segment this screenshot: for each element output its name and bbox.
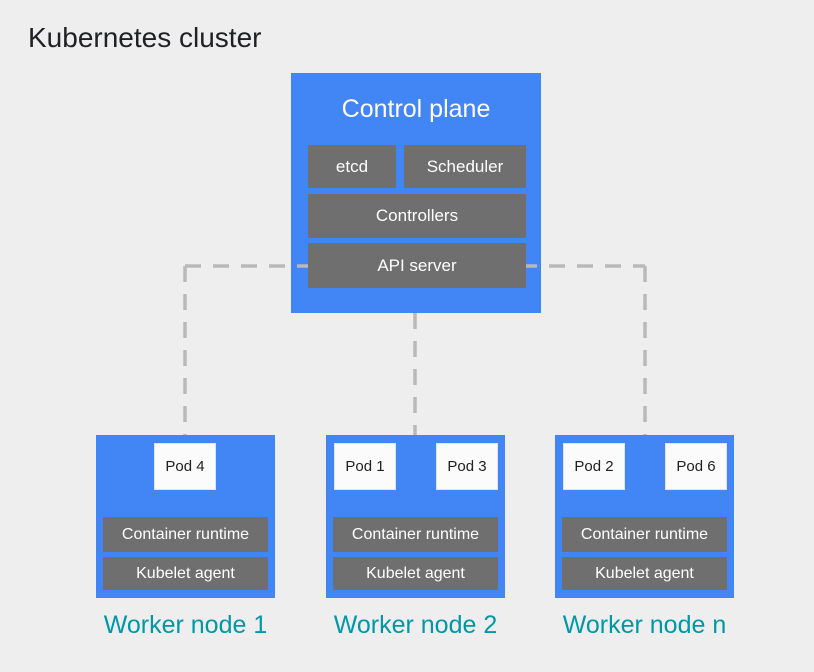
- pod-2-box: Pod 2: [563, 443, 625, 490]
- worker-node-2-label: Worker node 2: [333, 611, 498, 639]
- worker-node-n-container-runtime-box: Container runtime: [562, 517, 727, 552]
- diagram-title: Kubernetes cluster: [28, 22, 262, 53]
- control-plane-content: Control plane etcd Scheduler Controllers…: [291, 73, 541, 313]
- api-server-box: API server: [308, 243, 526, 288]
- worker-node-2-kubelet-agent-box: Kubelet agent: [333, 557, 498, 590]
- worker-node-1-box: Pod 4 Container runtime Kubelet agent: [96, 435, 275, 598]
- pod-4-box: Pod 4: [154, 443, 216, 490]
- worker-node-1-label: Worker node 1: [103, 611, 268, 639]
- scheduler-box: Scheduler: [404, 145, 526, 188]
- worker-node-1-container-runtime-box: Container runtime: [103, 517, 268, 552]
- pod-6-box: Pod 6: [665, 443, 727, 490]
- worker-node-n: Pod 2 Pod 6 Container runtime Kubelet ag…: [555, 435, 734, 640]
- worker-node-2-container-runtime-box: Container runtime: [333, 517, 498, 552]
- etcd-box: etcd: [308, 145, 396, 188]
- pod-3-box: Pod 3: [436, 443, 498, 490]
- control-plane-title: Control plane: [341, 95, 491, 123]
- worker-node-n-box: Pod 2 Pod 6 Container runtime Kubelet ag…: [555, 435, 734, 598]
- worker-node-1: Pod 4 Container runtime Kubelet agent Wo…: [96, 435, 275, 640]
- worker-node-n-label: Worker node n: [562, 611, 727, 639]
- worker-node-n-kubelet-agent-box: Kubelet agent: [562, 557, 727, 590]
- worker-node-1-kubelet-agent-box: Kubelet agent: [103, 557, 268, 590]
- pod-1-box: Pod 1: [334, 443, 396, 490]
- worker-node-2: Pod 1 Pod 3 Container runtime Kubelet ag…: [326, 435, 505, 640]
- worker-node-2-box: Pod 1 Pod 3 Container runtime Kubelet ag…: [326, 435, 505, 598]
- controllers-box: Controllers: [308, 194, 526, 238]
